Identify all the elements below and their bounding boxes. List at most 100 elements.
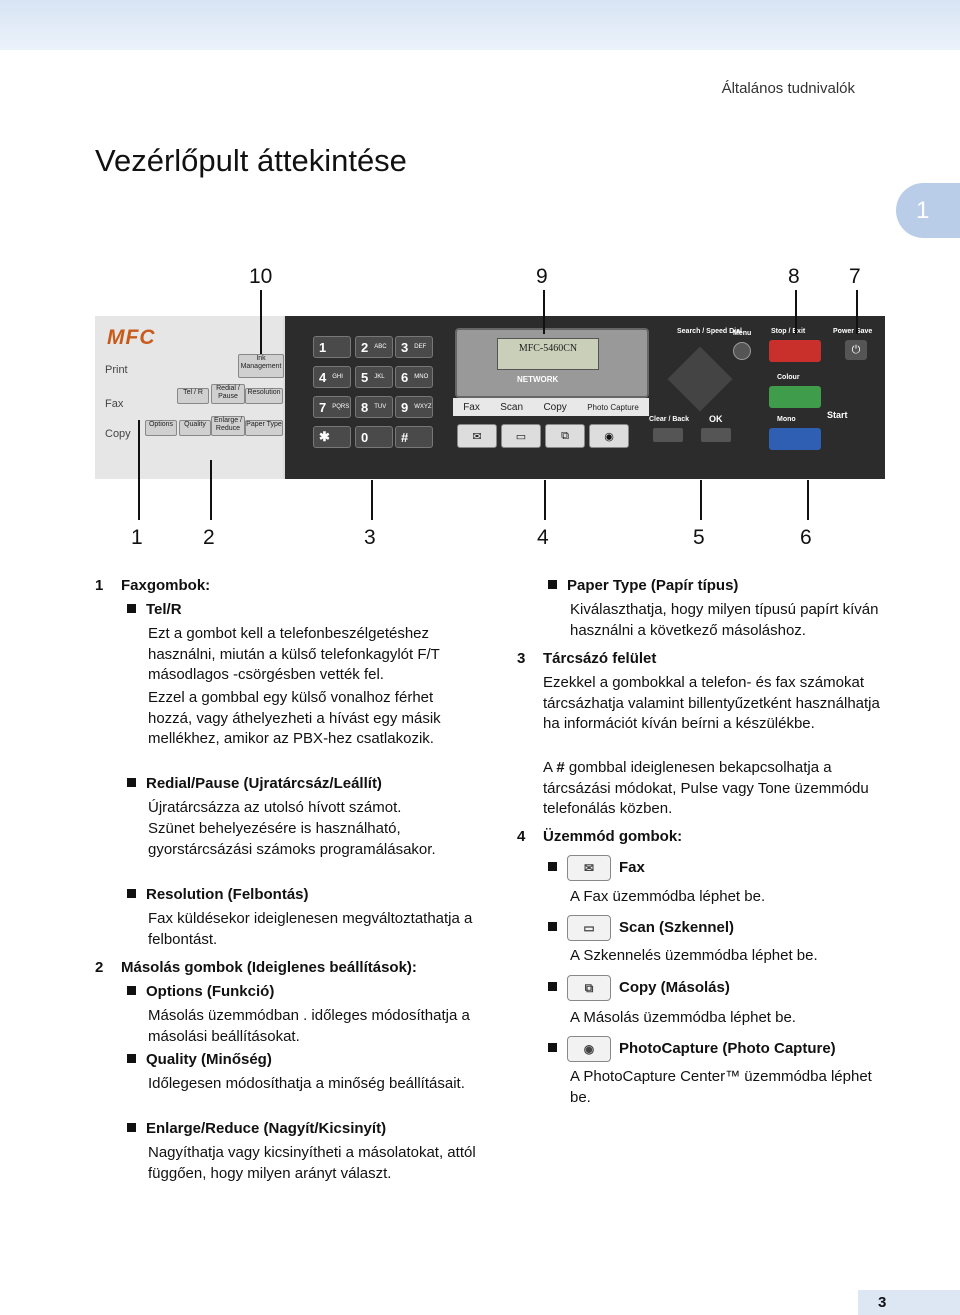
network-logo: NETWORK — [517, 375, 559, 384]
mode-label-photo-capture: Photo Capture — [587, 402, 639, 412]
fax-icon: ✉ — [567, 855, 611, 881]
section-2-number: 2 — [95, 959, 104, 976]
tel-r-paragraph-1: Ezt a gombot kell a telefonbeszélgetéshe… — [148, 625, 440, 683]
stop-exit-button[interactable] — [769, 340, 821, 362]
callout-line-8 — [795, 290, 797, 334]
bullet-square — [127, 986, 136, 995]
lcd-housing: MFC-5460CN NETWORK — [455, 328, 649, 398]
fax-mode-label: Fax — [105, 398, 124, 410]
bullet-square — [127, 889, 136, 898]
tel-r-paragraph-2: Ezzel a gombbal egy külső vonalhoz férhe… — [148, 689, 441, 747]
photo-capture-mode-button[interactable]: ◉ — [589, 424, 629, 448]
fax-mode-button[interactable]: ✉ — [457, 424, 497, 448]
section-4-number: 4 — [517, 828, 526, 845]
page-title: Vezérlőpult áttekintése — [95, 143, 407, 178]
tel-r-button[interactable]: Tel / R — [177, 388, 209, 404]
callout-number-9: 9 — [536, 265, 548, 288]
dial-key-hash[interactable]: # — [395, 426, 433, 448]
control-panel-figure: 10 9 8 7 MFC Print Fax Copy Ink Manageme… — [0, 260, 960, 560]
menu-button[interactable] — [733, 342, 751, 360]
bullet-square — [548, 1042, 557, 1052]
paper-type-paragraph: Kiválaszthatja, hogy milyen típusú papír… — [570, 601, 879, 639]
bullet-square — [127, 1054, 136, 1063]
power-save-button[interactable]: ⏻ — [845, 340, 867, 360]
fax-mode-paragraph: A Fax üzemmódba léphet be. — [570, 888, 766, 905]
quality-heading: Quality (Minőség) — [127, 1050, 272, 1071]
callout-line-3 — [371, 480, 373, 520]
copier-icon: ⧉ — [561, 429, 569, 442]
quality-button[interactable]: Quality — [179, 420, 211, 436]
bullet-square — [548, 981, 557, 991]
bullet-square — [127, 604, 136, 613]
ok-button[interactable] — [701, 428, 731, 442]
dial-key-1[interactable]: 1 — [313, 336, 351, 358]
colour-start-button[interactable] — [769, 386, 821, 408]
colour-label: Colour — [777, 374, 800, 381]
callout-number-2: 2 — [203, 526, 215, 549]
clear-back-label: Clear / Back — [649, 416, 690, 423]
scan-mode-button[interactable]: ▭ — [501, 424, 541, 448]
running-head: Általános tudnivalók — [721, 80, 855, 97]
scan-mode-heading: ▭Scan (Szkennel) — [548, 915, 734, 941]
lcd-screen: MFC-5460CN — [497, 338, 599, 370]
options-button[interactable]: Options — [145, 420, 177, 436]
dial-key-star[interactable]: ✱ — [313, 426, 351, 448]
copy-mode-button[interactable]: ⧉ — [545, 424, 585, 448]
copy-mode-label: Copy — [105, 428, 131, 440]
paper-type-button[interactable]: Paper Type — [245, 420, 283, 436]
clear-back-button[interactable] — [653, 428, 683, 442]
print-mode-label: Print — [105, 364, 128, 376]
control-panel: MFC Print Fax Copy Ink Management Tel / … — [95, 316, 885, 479]
callout-line-7 — [856, 290, 858, 334]
photo-capture-heading: ◉PhotoCapture (Photo Capture) — [548, 1036, 836, 1062]
callout-line-2 — [210, 460, 212, 520]
callout-number-3: 3 — [364, 526, 376, 549]
scanner-icon: ▭ — [567, 915, 611, 941]
redial-pause-button[interactable]: Redial / Pause — [211, 384, 245, 404]
power-save-label: Power Save — [833, 328, 873, 335]
enlarge-reduce-button[interactable]: Enlarge / Reduce — [211, 416, 245, 436]
bullet-square — [127, 778, 136, 787]
section-1-title: Faxgombok: — [121, 577, 211, 594]
top-color-band — [0, 0, 960, 50]
section-3-paragraph-2: A # gombbal ideiglenesen bekapcsolhatja … — [543, 759, 869, 817]
dial-key-0[interactable]: 0 — [355, 426, 393, 448]
mode-label-bar: Fax Scan Copy Photo Capture — [453, 398, 649, 416]
options-paragraph: Másolás üzemmódban . időleges módosíthat… — [148, 1007, 470, 1045]
power-icon: ⏻ — [851, 344, 861, 356]
section-3-title: Tárcsázó felület — [543, 650, 657, 667]
callout-line-1 — [138, 420, 140, 520]
quality-paragraph: Időlegesen módosíthatja a minőség beállí… — [148, 1075, 465, 1092]
bullet-square — [127, 1123, 136, 1132]
camera-icon: ◉ — [604, 430, 614, 443]
mode-label-copy: Copy — [543, 401, 567, 413]
resolution-paragraph: Fax küldésekor ideiglenesen megváltoztat… — [148, 910, 473, 948]
tel-r-heading: Tel/R — [127, 600, 182, 621]
navigation-pad[interactable] — [667, 346, 733, 412]
resolution-button[interactable]: Resolution — [245, 388, 283, 404]
copy-mode-heading: ⧉Copy (Másolás) — [548, 975, 730, 1001]
section-3-paragraph-1: Ezekkel a gombokkal a telefon- és fax sz… — [543, 674, 880, 732]
ink-management-button[interactable]: Ink Management — [238, 354, 284, 378]
callout-number-4: 4 — [537, 526, 549, 549]
enlarge-paragraph: Nagyíthatja vagy kicsinyítheti a másolat… — [148, 1144, 476, 1182]
mode-label-scan: Scan — [500, 401, 524, 413]
start-label: Start — [827, 410, 848, 420]
menu-label: Menu — [733, 330, 752, 337]
callout-number-6: 6 — [800, 526, 812, 549]
mono-start-button[interactable] — [769, 428, 821, 450]
mode-label-fax: Fax — [463, 401, 480, 413]
resolution-heading: Resolution (Felbontás) — [127, 885, 309, 906]
callout-line-6 — [807, 480, 809, 520]
bullet-square — [548, 580, 557, 589]
bullet-square — [548, 861, 557, 871]
